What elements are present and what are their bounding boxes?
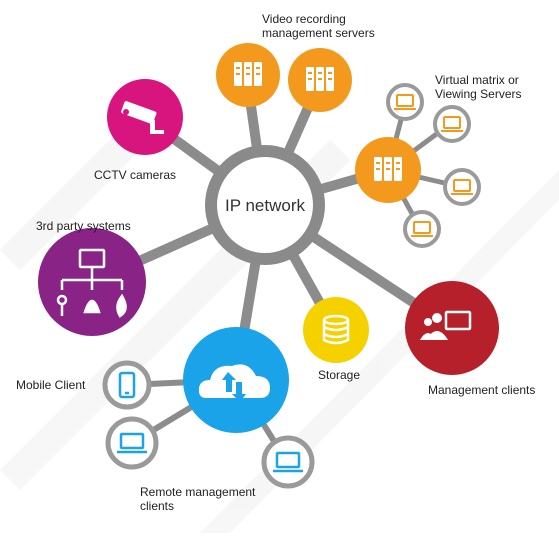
virtual-matrix-label: Virtual matrix or Viewing Servers: [435, 73, 521, 101]
laptop-icon: [273, 451, 303, 473]
video-servers-label: Video recording management servers: [262, 12, 375, 40]
remote-management-label-line2: clients: [140, 499, 175, 513]
mobile-client-label: Mobile Client: [16, 378, 86, 392]
management-clients-node: [405, 281, 499, 375]
viewing-laptop-4: [403, 210, 441, 248]
cctv-label: CCTV cameras: [94, 168, 177, 182]
viewing-laptop-2: [433, 105, 471, 143]
users-computer-icon: [420, 310, 472, 340]
viewing-laptop-1: [386, 83, 424, 121]
mobile-client-node: [102, 360, 152, 410]
server-rack-icon: [306, 67, 334, 91]
video-server-node-2: [288, 48, 352, 112]
cloud-sync-icon: [198, 364, 270, 402]
cloud-node: [183, 327, 289, 433]
laptop-icon: [117, 432, 147, 454]
hub-label: IP network: [224, 196, 305, 215]
video-servers-label-line2: management servers: [262, 26, 375, 40]
laptop-icon: [411, 221, 433, 237]
management-clients-label: Management clients: [428, 383, 536, 397]
ip-network-hub: [205, 145, 325, 265]
storage-label: Storage: [318, 368, 361, 382]
virtual-matrix-node: [355, 137, 421, 203]
viewing-laptop-3: [443, 168, 481, 206]
remote-laptop-2: [261, 435, 315, 489]
laptop-icon: [441, 116, 463, 132]
remote-management-label-line1: Remote management: [140, 485, 256, 499]
third-party-node: [38, 228, 146, 336]
cctv-node: [107, 79, 183, 155]
video-server-node-1: [216, 43, 280, 107]
cctv-camera-icon: [121, 101, 164, 134]
server-rack-icon: [374, 157, 402, 181]
remote-laptop-1: [105, 416, 159, 470]
virtual-matrix-label-line1: Virtual matrix or: [435, 73, 519, 87]
mobile-phone-icon: [118, 371, 136, 399]
virtual-matrix-label-line2: Viewing Servers: [435, 87, 522, 101]
laptop-icon: [394, 94, 416, 110]
storage-node: [303, 297, 369, 363]
third-party-systems-icon: [56, 248, 127, 318]
remote-management-label: Remote management clients: [140, 485, 255, 513]
video-servers-label-line1: Video recording: [262, 12, 346, 26]
third-party-label: 3rd party systems: [36, 219, 131, 233]
database-icon: [322, 314, 350, 345]
server-rack-icon: [234, 62, 262, 86]
laptop-icon: [451, 179, 473, 195]
